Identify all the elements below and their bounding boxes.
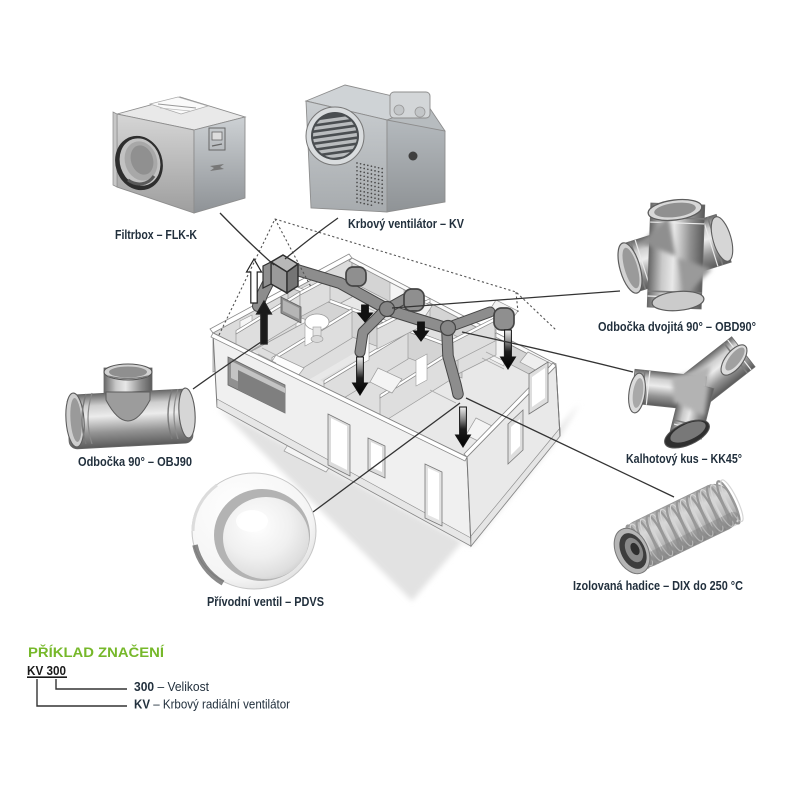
svg-text:Přívodní ventil – PDVS: Přívodní ventil – PDVS [207, 595, 324, 609]
svg-text:Odbočka dvojitá 90° – OBD90°: Odbočka dvojitá 90° – OBD90° [598, 320, 756, 334]
svg-text:PŘÍKLAD ZNAČENÍ: PŘÍKLAD ZNAČENÍ [28, 645, 165, 660]
svg-text:300 – Velikost: 300 – Velikost [134, 680, 210, 694]
svg-text:Odbočka 90° – OBJ90: Odbočka 90° – OBJ90 [78, 455, 192, 469]
svg-text:KV 300: KV 300 [27, 664, 66, 678]
svg-text:Kalhotový kus – KK45°: Kalhotový kus – KK45° [626, 452, 742, 466]
svg-text:Izolovaná hadice – DIX do 250: Izolovaná hadice – DIX do 250 °C [573, 579, 743, 593]
svg-text:Krbový ventilátor – KV: Krbový ventilátor – KV [348, 217, 465, 231]
svg-text:KV – Krbový radiální ventiláto: KV – Krbový radiální ventilátor [134, 698, 290, 712]
svg-text:Filtrbox – FLK-K: Filtrbox – FLK-K [115, 228, 197, 242]
